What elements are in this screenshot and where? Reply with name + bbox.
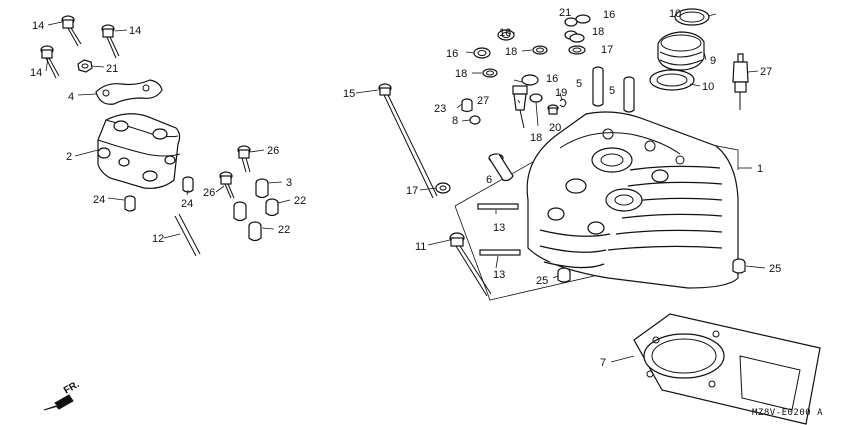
callout-13-b: 13: [493, 269, 505, 281]
callout-4: 4: [68, 91, 74, 103]
washer-18-d: [529, 93, 543, 103]
valve-guide-5-a: [592, 66, 604, 107]
callout-10-a: 10: [669, 8, 681, 20]
callout-17-a: 17: [601, 44, 613, 56]
rocker-holder-2: [97, 113, 181, 189]
callout-16-c: 16: [603, 9, 615, 21]
callout-15: 15: [343, 88, 355, 100]
stud-13-upper: [477, 203, 519, 210]
stud-12: [174, 213, 201, 257]
seal-16-b: [473, 47, 491, 59]
washer-18-c: [569, 33, 585, 43]
callout-5-a: 5: [576, 78, 582, 90]
diagram-code: MZ8V-E0200 A: [752, 408, 823, 418]
clip-19: [559, 98, 567, 108]
callout-19: 19: [555, 87, 567, 99]
callout-5-b: 5: [609, 85, 615, 97]
callout-7: 7: [600, 357, 606, 369]
callout-8: 8: [452, 115, 458, 127]
dowel-24-b: [182, 176, 194, 193]
washer-17-left: [435, 182, 451, 194]
bolt-15: [378, 83, 438, 199]
oring-8: [469, 115, 481, 125]
dowel-23: [461, 98, 473, 113]
callout-17-b: 17: [406, 185, 418, 197]
dowel-25-right: [732, 258, 746, 274]
gasket-7: [633, 313, 821, 425]
callout-10-b: 10: [702, 81, 714, 93]
callout-9: 9: [710, 55, 716, 67]
valve-guide-6: [488, 153, 514, 182]
callout-6: 6: [486, 174, 492, 186]
callout-25-b: 25: [769, 263, 781, 275]
leader-lines: [45, 13, 766, 363]
callout-18-c: 18: [592, 26, 604, 38]
callout-26-a: 26: [267, 145, 279, 157]
callout-16-b: 16: [446, 48, 458, 60]
seal-16-c: [575, 14, 591, 24]
valve-guide-5-b: [623, 76, 635, 113]
washer-18-a: [532, 45, 548, 55]
callout-13-a: 13: [493, 222, 505, 234]
insulator-9: [657, 31, 705, 71]
bracket-4: [95, 79, 163, 105]
dowel-24-a: [124, 195, 136, 212]
front-arrow-label: FR.: [62, 379, 82, 397]
collar-22-a: [233, 201, 247, 222]
spark-plug-27: [732, 53, 749, 110]
callout-18-d: 18: [530, 132, 542, 144]
bolt-26-left: [219, 171, 235, 199]
washer-17-top: [568, 45, 586, 55]
bolt-14-lower: [40, 45, 60, 79]
callout-11: 11: [415, 241, 426, 253]
washer-18-b: [482, 68, 498, 78]
bolt-14-middle: [101, 24, 120, 59]
callout-22-b: 22: [278, 224, 290, 236]
cylinder-head-1: [454, 111, 739, 301]
collar-22-c: [248, 221, 262, 242]
callout-25-a: 25: [536, 275, 548, 287]
front-arrow-icon: FR.: [43, 379, 82, 411]
stud-13-lower: [479, 249, 521, 256]
callout-27-b: 27: [760, 66, 772, 78]
callout-1: 1: [757, 163, 763, 175]
callout-14-c: 14: [30, 67, 42, 79]
clamp-10-bottom: [649, 69, 695, 91]
callout-14-a: 14: [32, 20, 44, 32]
callout-18-a: 18: [505, 46, 517, 58]
callout-20: 20: [549, 122, 561, 134]
seal-16-a: [497, 29, 515, 41]
collar-22-b: [265, 198, 279, 217]
bolt-20: [547, 104, 559, 115]
callout-labels: 14 14 14 21 4 2 24 24 12 26 26 3 22 22 1…: [30, 7, 781, 369]
callout-16-a: 16: [499, 27, 511, 39]
callout-26-b: 26: [203, 187, 215, 199]
dowel-25-center: [557, 267, 571, 283]
callout-24-a: 24: [93, 194, 105, 206]
bolt-11: [449, 232, 492, 297]
clamp-10-top: [674, 8, 710, 26]
callout-12: 12: [152, 233, 164, 245]
callout-24-b: 24: [181, 198, 193, 210]
seal-16-d: [521, 74, 539, 86]
callout-16-d: 16: [546, 73, 558, 85]
callout-21-b: 21: [559, 7, 571, 19]
sensor-27-center: [512, 85, 528, 129]
callout-21-a: 21: [106, 63, 118, 75]
callout-18-b: 18: [455, 68, 467, 80]
callout-14-b: 14: [129, 25, 141, 37]
bolt-14-left: [61, 15, 82, 47]
callout-2: 2: [66, 151, 72, 163]
bolt-26-right: [237, 145, 251, 173]
collar-3: [255, 178, 269, 199]
callout-27-a: 27: [477, 95, 489, 107]
nut-21-left: [77, 59, 93, 73]
callout-22-a: 22: [294, 195, 306, 207]
callout-23: 23: [434, 103, 446, 115]
callout-3: 3: [286, 177, 292, 189]
